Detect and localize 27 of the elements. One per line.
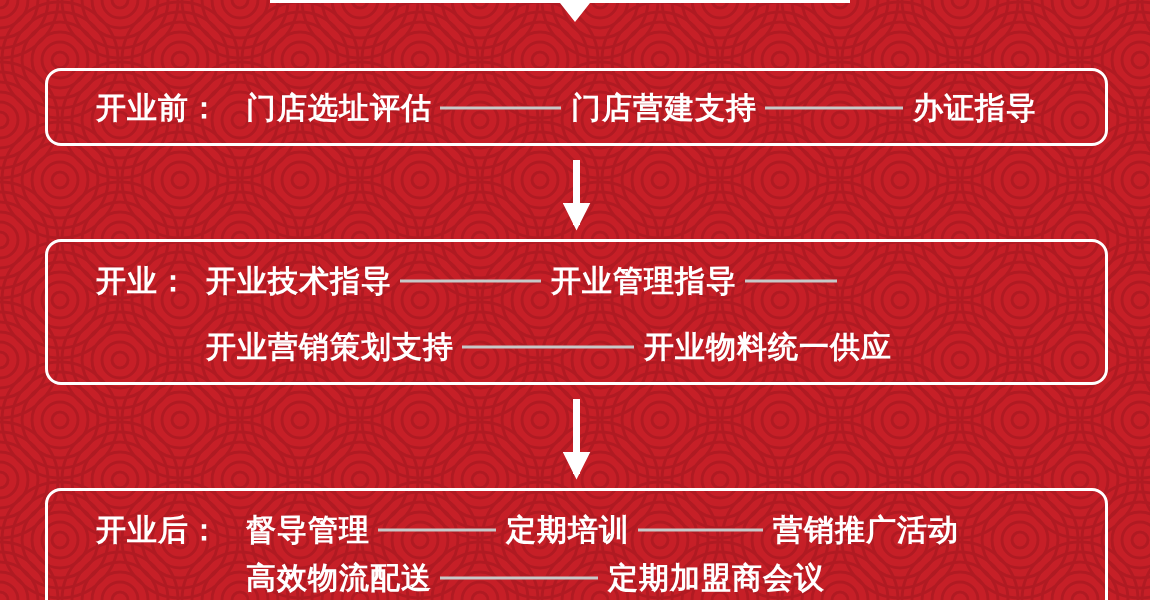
service-item: 定期加盟商会议	[608, 559, 825, 597]
service-item: 门店选址评估	[246, 89, 432, 127]
service-item: 营销推广活动	[773, 511, 959, 549]
service-item: 督导管理	[246, 511, 370, 549]
connector-line	[378, 528, 496, 532]
connector-line	[638, 528, 763, 532]
service-item: 开业管理指导	[551, 262, 737, 300]
connector-line	[440, 576, 598, 580]
connector-line	[462, 345, 634, 349]
service-item: 高效物流配送	[246, 559, 432, 597]
banner-pointer	[270, 0, 850, 22]
stage-panel	[45, 239, 1108, 385]
stage-heading: 开业后：	[96, 511, 220, 549]
service-item: 门店营建支持	[571, 89, 757, 127]
stage-panel	[45, 68, 1108, 146]
connector-line	[745, 279, 837, 283]
stage-heading: 开业：	[96, 262, 189, 300]
service-item: 开业技术指导	[206, 262, 392, 300]
stage-panel	[45, 488, 1108, 600]
connector-line	[765, 106, 903, 110]
connector-line	[400, 279, 541, 283]
stage-heading: 开业前：	[96, 89, 220, 127]
service-item: 定期培训	[506, 511, 630, 549]
service-item: 办证指导	[913, 89, 1037, 127]
connector-line	[440, 106, 561, 110]
service-item: 开业物料统一供应	[644, 328, 892, 366]
service-item: 开业营销策划支持	[206, 328, 454, 366]
